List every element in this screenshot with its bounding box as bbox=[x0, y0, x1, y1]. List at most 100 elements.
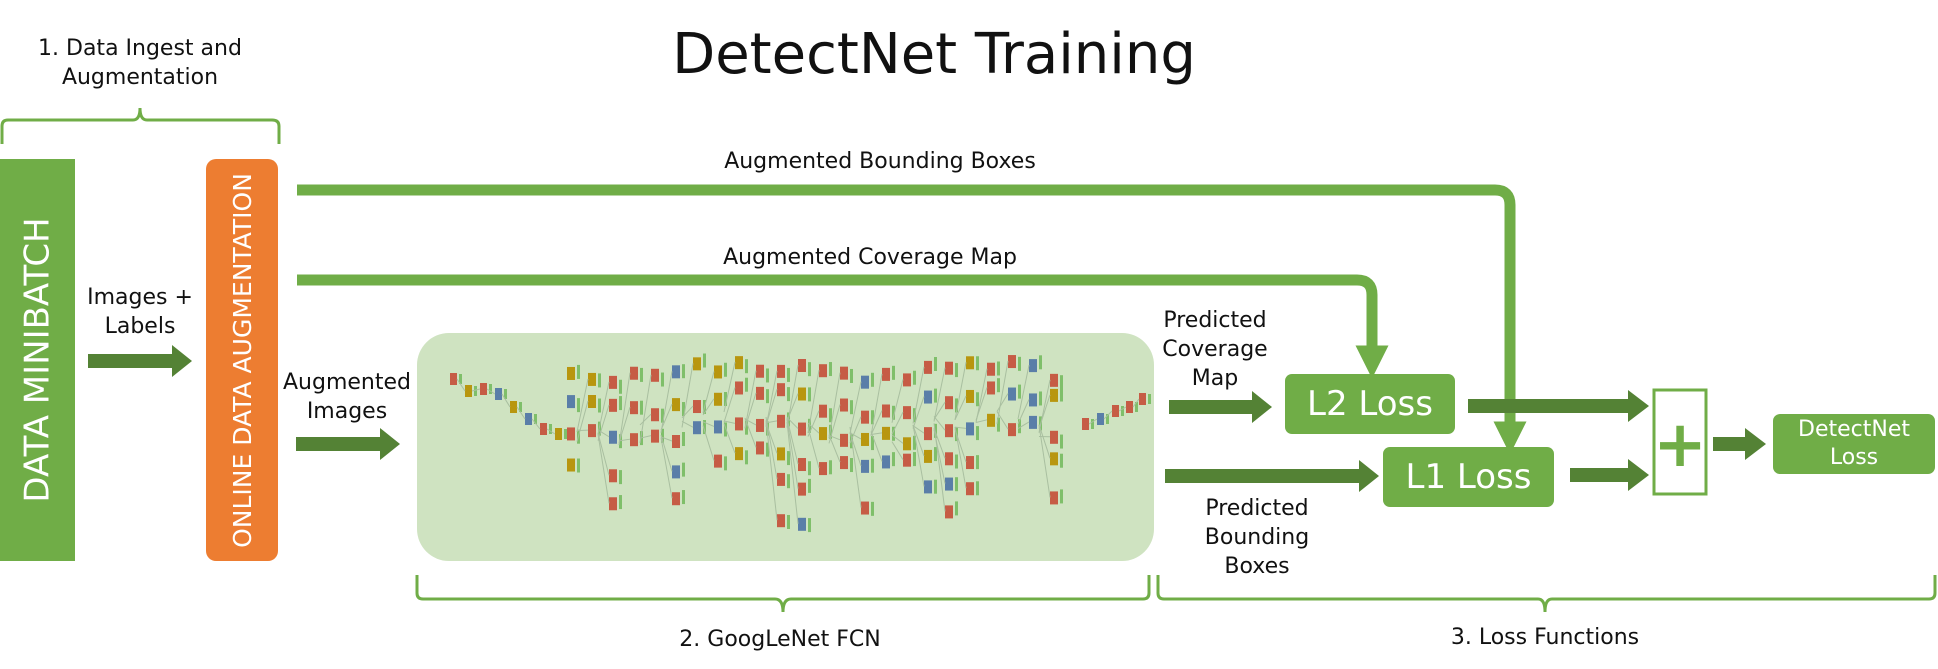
layer-connection bbox=[807, 427, 820, 469]
layer-block bbox=[798, 359, 806, 373]
layer-block bbox=[1126, 401, 1133, 413]
layer-block bbox=[766, 442, 769, 457]
layer-block bbox=[966, 456, 974, 470]
layer-connection bbox=[702, 421, 715, 427]
layer-block bbox=[1148, 394, 1151, 404]
layer-block bbox=[819, 462, 827, 476]
pred-bbox-arrow bbox=[1165, 460, 1379, 492]
layer-connection bbox=[639, 435, 652, 439]
layer-block bbox=[808, 518, 811, 533]
plus-to-loss-arrow bbox=[1713, 428, 1766, 460]
layer-connection bbox=[933, 423, 946, 512]
layer-connection bbox=[954, 426, 967, 429]
pred-bbox-line: Boxes bbox=[1224, 554, 1290, 579]
layer-connection bbox=[912, 366, 925, 424]
layer-connection bbox=[786, 393, 799, 422]
layer-block bbox=[714, 454, 722, 468]
layer-block bbox=[829, 408, 832, 423]
layer-block bbox=[1018, 356, 1021, 371]
layer-block bbox=[450, 373, 457, 385]
layer-connection bbox=[681, 420, 694, 428]
images-labels-line: Images + bbox=[87, 285, 193, 310]
layer-connection bbox=[639, 413, 652, 426]
layer-connection bbox=[723, 420, 736, 424]
layer-block bbox=[630, 401, 638, 415]
layer-block bbox=[766, 389, 769, 404]
layer-block bbox=[1029, 415, 1037, 429]
layer-connection bbox=[618, 372, 631, 446]
layer-block bbox=[598, 398, 601, 413]
layer-block bbox=[714, 392, 722, 406]
layer-block bbox=[787, 387, 790, 402]
detectnet-loss-box: DetectNet Loss bbox=[1773, 414, 1935, 474]
layer-connection bbox=[954, 426, 967, 489]
layer-block bbox=[661, 428, 664, 443]
layer-connection bbox=[828, 434, 841, 463]
layer-block bbox=[777, 514, 785, 528]
googlenet-layer-graph bbox=[450, 353, 1151, 533]
layer-connection bbox=[597, 434, 610, 504]
stage1-label: 1. Data Ingest and Augmentation bbox=[20, 34, 260, 92]
layer-connection bbox=[996, 393, 1009, 412]
layer-connection bbox=[660, 371, 673, 433]
layer-block bbox=[871, 436, 874, 451]
layer-connection bbox=[828, 434, 841, 441]
layer-block bbox=[945, 452, 953, 466]
stage3-label: 3. Loss Functions bbox=[1450, 625, 1640, 650]
layer-block bbox=[840, 433, 848, 447]
layer-block bbox=[745, 450, 748, 465]
layer-connection bbox=[765, 416, 778, 480]
layer-block bbox=[892, 365, 895, 380]
layer-block bbox=[766, 421, 769, 436]
layer-connection bbox=[891, 379, 904, 423]
layer-block bbox=[598, 373, 601, 388]
pred-cov-label: Predicted Coverage Map bbox=[1150, 306, 1280, 393]
layer-block bbox=[1050, 491, 1058, 505]
layer-block bbox=[1008, 387, 1016, 401]
layer-block bbox=[1050, 452, 1058, 466]
layer-block bbox=[882, 367, 890, 381]
layer-block bbox=[892, 405, 895, 420]
layer-connection bbox=[486, 388, 496, 395]
layer-block bbox=[735, 381, 743, 395]
layer-block bbox=[1097, 413, 1104, 425]
layer-block bbox=[787, 367, 790, 382]
layer-block bbox=[955, 501, 958, 516]
layer-connection bbox=[471, 388, 481, 392]
layer-connection bbox=[912, 424, 925, 487]
layer-connection bbox=[954, 362, 967, 421]
layer-block bbox=[651, 408, 659, 422]
layer-connection bbox=[1038, 394, 1051, 429]
layer-connection bbox=[786, 418, 799, 489]
layer-block bbox=[882, 455, 890, 469]
layer-block bbox=[798, 422, 806, 436]
googlenet-panel bbox=[417, 333, 1154, 561]
layer-block bbox=[577, 398, 580, 413]
layer-block bbox=[819, 404, 827, 418]
layer-block bbox=[819, 364, 827, 378]
layer-block bbox=[903, 453, 911, 467]
layer-block bbox=[840, 456, 848, 470]
layer-connection bbox=[933, 428, 946, 459]
layer-block bbox=[871, 458, 874, 473]
layer-block bbox=[724, 362, 727, 377]
layer-block bbox=[567, 458, 575, 472]
layer-connection bbox=[618, 407, 631, 443]
l2-to-plus-arrow bbox=[1468, 390, 1649, 422]
pred-cov-line: Map bbox=[1191, 366, 1239, 391]
layer-connection bbox=[1017, 365, 1030, 420]
aug-cov-connector bbox=[297, 274, 1389, 379]
layer-connection bbox=[681, 405, 694, 419]
layer-block bbox=[609, 398, 617, 412]
layer-connection bbox=[828, 372, 841, 439]
layer-block bbox=[955, 398, 958, 413]
layer-block bbox=[1139, 393, 1146, 405]
layer-block bbox=[934, 423, 937, 438]
layer-connection bbox=[723, 387, 736, 423]
layer-block bbox=[756, 364, 764, 378]
pred-cov-arrow bbox=[1169, 391, 1272, 423]
layer-block bbox=[777, 383, 785, 397]
layer-block bbox=[577, 458, 580, 473]
layer-connection bbox=[702, 425, 715, 461]
